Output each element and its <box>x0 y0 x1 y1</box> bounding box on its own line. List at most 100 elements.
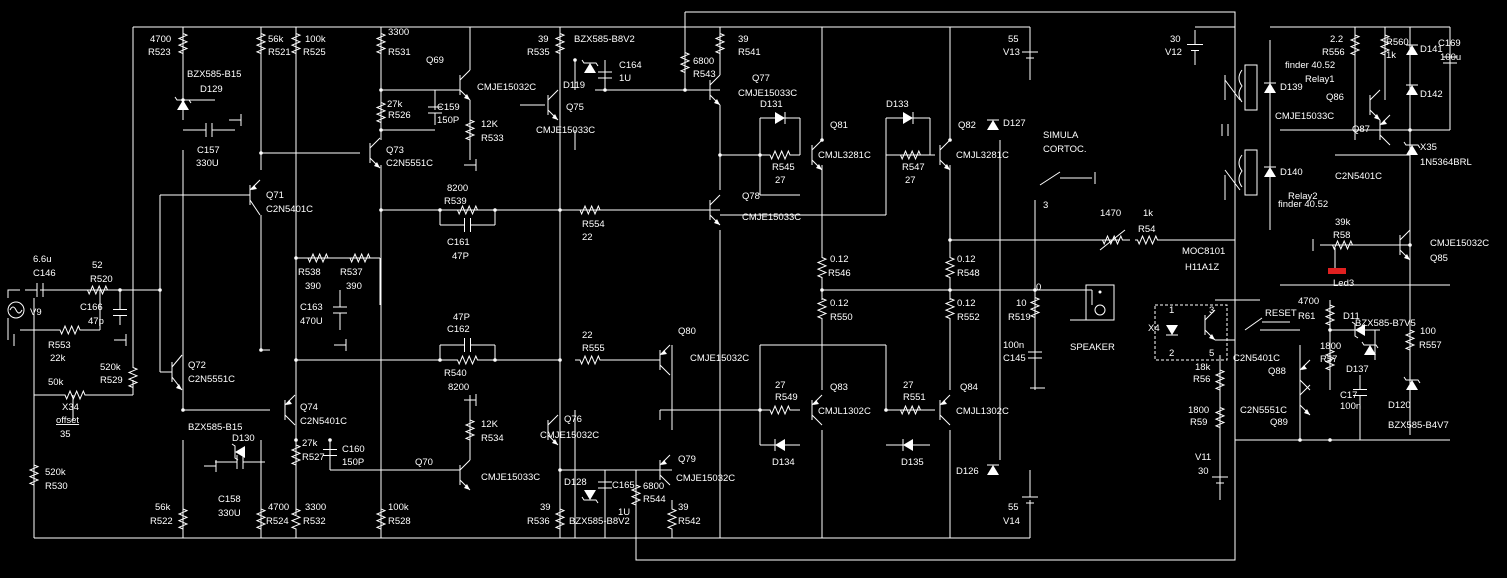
label-d129_n: D129 <box>200 84 223 95</box>
r540-resistor <box>440 354 495 366</box>
opto-transistor <box>1204 309 1216 341</box>
d131-diode <box>775 112 786 124</box>
r58-resistor <box>1320 239 1365 251</box>
v9-signal-source <box>7 301 25 319</box>
label-v12_n: V12 <box>1165 47 1182 58</box>
ground-r534 <box>464 394 477 406</box>
d140-diode <box>1264 166 1276 177</box>
label-r553_v: 22k <box>50 353 66 364</box>
label-relay2: Relay2 <box>1288 191 1318 202</box>
r57-resistor <box>1324 345 1336 375</box>
q76-transistor <box>547 414 559 446</box>
r544-resistor <box>630 470 642 520</box>
label-r531_n: R531 <box>388 47 411 58</box>
label-q70_n: Q70 <box>415 457 433 468</box>
c158-capacitor <box>215 455 265 469</box>
label-r543_n: R543 <box>693 69 716 80</box>
label-r58_v: 39k <box>1335 217 1351 228</box>
label-pin2: 2 <box>1169 348 1174 359</box>
r531-resistor <box>375 27 387 60</box>
label-r542_v: 39 <box>678 502 689 513</box>
label-r536_v: 39 <box>540 502 551 513</box>
label-d127_n: D127 <box>1003 118 1026 129</box>
r553-resistor <box>45 324 95 336</box>
label-c160_v: 150P <box>342 457 364 468</box>
label-r554_n: R554 <box>582 219 605 230</box>
label-v14_v: 55 <box>1008 502 1019 513</box>
label-q75_t: CMJE15033C <box>536 125 595 136</box>
label-r59_v: 1800 <box>1188 405 1209 416</box>
label-c169_n: C169 <box>1438 38 1461 49</box>
label-pin3: 3 <box>1209 305 1214 316</box>
label-x34_o: 35 <box>60 429 71 440</box>
relay1 <box>1238 64 1258 111</box>
label-d120_n: D120 <box>1388 400 1411 411</box>
label-finder1: finder 40.52 <box>1285 60 1335 71</box>
label-q81_n: Q81 <box>830 120 848 131</box>
label-d139_n: D139 <box>1280 82 1303 93</box>
q69-transistor <box>459 69 471 101</box>
x35-zener <box>1403 141 1421 155</box>
label-r522_n: R522 <box>150 516 173 527</box>
label-q74_n: Q74 <box>300 402 318 413</box>
label-x35_n: X35 <box>1420 142 1437 153</box>
d139-diode <box>1264 82 1276 93</box>
label-r555_n: R555 <box>582 343 605 354</box>
label-r546_v: 0.12 <box>830 254 849 265</box>
label-q78_n: Q78 <box>742 191 760 202</box>
label-r549_n: R549 <box>775 392 798 403</box>
q83-transistor <box>811 394 823 426</box>
d142-diode <box>1406 84 1418 95</box>
label-v11_n: V11 <box>1195 452 1211 463</box>
label-r554_v: 22 <box>582 232 593 243</box>
label-x35_t: 1N5364BRL <box>1420 157 1472 168</box>
d127-diode <box>987 119 999 130</box>
c159-capacitor <box>428 95 442 125</box>
c145-capacitor <box>1028 340 1042 370</box>
label-v12_v: 30 <box>1170 34 1181 45</box>
label-v14_n: V14 <box>1003 516 1020 527</box>
relay2 <box>1238 149 1258 196</box>
c146-capacitor <box>25 283 55 297</box>
label-c146_n: C146 <box>33 268 56 279</box>
label-r530_n: R530 <box>45 481 68 492</box>
label-r54_n: R54 <box>1138 224 1155 235</box>
r527-resistor <box>290 440 302 470</box>
q73-transistor <box>369 137 381 169</box>
r534-resistor <box>464 410 476 450</box>
c157-capacitor <box>183 123 235 137</box>
c163-capacitor <box>333 290 347 330</box>
d133-diode <box>903 112 914 124</box>
label-c160_n: C160 <box>342 444 365 455</box>
label-c145_v: 100n <box>1003 340 1024 351</box>
label-r523_v: 4700 <box>150 34 171 45</box>
label-c146_v: 6.6u <box>33 254 52 265</box>
label-c157_v: 330U <box>196 158 219 169</box>
label-r529_v: 520k <box>100 362 121 373</box>
label-d128_t: BZX585-B8V2 <box>569 516 630 527</box>
label-r541_v: 39 <box>738 34 749 45</box>
q70-transistor <box>459 459 471 491</box>
label-q87_t: C2N5401C <box>1335 171 1382 182</box>
r555-resistor <box>575 354 605 366</box>
r532-resistor <box>290 500 302 538</box>
label-c158_n: C158 <box>218 494 241 505</box>
label-pin5: 5 <box>1209 348 1214 359</box>
label-r533_v: 12K <box>481 119 499 130</box>
label-r523_n: R523 <box>148 47 171 58</box>
r548-resistor <box>944 250 956 285</box>
d120-zener <box>1403 376 1421 390</box>
c17-capacitor <box>1353 375 1367 410</box>
label-c161_n: C161 <box>447 237 470 248</box>
label-q69_n: Q69 <box>426 55 444 66</box>
label-d120_t: BZX585-B4V7 <box>1388 420 1449 431</box>
d134-diode <box>774 439 785 451</box>
q86-transistor <box>1369 89 1381 121</box>
ground-c166 <box>114 334 127 346</box>
label-d130_n: D130 <box>232 433 255 444</box>
label-r528_v: 100k <box>388 502 409 513</box>
label-d134_n: D134 <box>772 457 795 468</box>
label-r535_n: R535 <box>527 47 550 58</box>
label-r530_v: 520k <box>45 467 66 478</box>
